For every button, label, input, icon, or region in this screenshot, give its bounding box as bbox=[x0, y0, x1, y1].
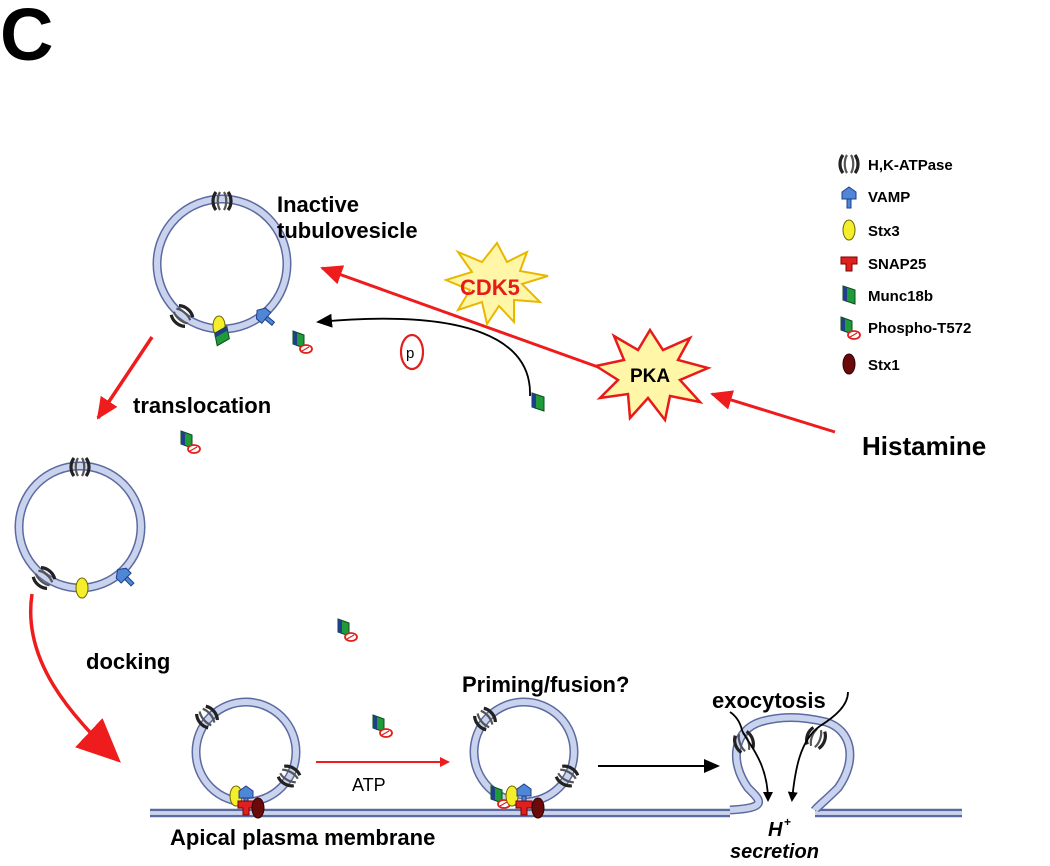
phosphorylation-arrow bbox=[316, 313, 531, 397]
histamine-label: Histamine bbox=[862, 431, 986, 461]
legend-label: H,K-ATPase bbox=[868, 157, 953, 174]
stx1-icon bbox=[531, 797, 545, 819]
h-plus-label: H bbox=[768, 819, 783, 841]
munc18b-icon bbox=[842, 285, 856, 305]
legend: H,K-ATPase VAMP Stx3 SNAP25 Munc18b Phos… bbox=[838, 153, 971, 375]
secretion-label: secretion bbox=[730, 841, 819, 863]
apical-membrane-label: Apical plasma membrane bbox=[170, 825, 435, 850]
inactive-label-line1: Inactive bbox=[277, 192, 359, 217]
phospho-t572-icon bbox=[292, 330, 313, 354]
phospho-p-badge: p bbox=[399, 333, 425, 371]
cdk5-label: CDK5 bbox=[460, 275, 520, 300]
phospho-t572-icon bbox=[372, 714, 393, 738]
vamp-icon bbox=[841, 186, 857, 209]
docking-arrow bbox=[29, 593, 121, 763]
phospho-t572-icon bbox=[337, 618, 358, 642]
stx3-icon bbox=[75, 577, 89, 599]
stx1-icon bbox=[251, 797, 265, 819]
priming-label: Priming/fusion? bbox=[462, 672, 629, 697]
inactive-label-line2: tubulovesicle bbox=[277, 218, 418, 243]
docked-vesicle bbox=[191, 697, 303, 819]
h-plus-superscript: + bbox=[784, 815, 791, 829]
exocytosis-label: exocytosis bbox=[712, 688, 826, 713]
histamine-pka-arrow bbox=[710, 390, 836, 434]
legend-label: VAMP bbox=[868, 189, 910, 206]
munc18b-icon bbox=[531, 392, 545, 412]
translocation-arrow bbox=[96, 336, 154, 420]
pka-activation-arrow bbox=[320, 265, 613, 374]
panel-letter: C bbox=[0, 0, 54, 76]
legend-label: Stx3 bbox=[868, 223, 900, 240]
translocation-label: translocation bbox=[133, 393, 271, 418]
stx1-icon bbox=[842, 353, 856, 375]
legend-label: SNAP25 bbox=[868, 256, 926, 273]
atp-label: ATP bbox=[352, 775, 386, 795]
docking-label: docking bbox=[86, 649, 170, 674]
apical-plasma-membrane bbox=[150, 808, 962, 818]
phospho-p-label: p bbox=[406, 345, 414, 362]
inactive-tubulovesicle bbox=[152, 190, 292, 347]
legend-label: Munc18b bbox=[868, 288, 933, 305]
phospho-t572-icon bbox=[180, 430, 201, 454]
pka-burst: PKA bbox=[592, 327, 712, 423]
priming-vesicle bbox=[469, 697, 581, 819]
vamp-icon bbox=[112, 564, 138, 590]
phospho-t572-icon bbox=[840, 316, 861, 340]
pka-label: PKA bbox=[630, 366, 670, 387]
legend-label: Phospho-T572 bbox=[868, 320, 971, 337]
translocated-vesicle bbox=[14, 456, 146, 599]
legend-label: Stx1 bbox=[868, 357, 900, 374]
exocytosis-fusion-pore bbox=[729, 691, 855, 815]
hk-atpase-icon bbox=[838, 153, 860, 175]
snap25-icon bbox=[840, 256, 858, 272]
stx3-icon bbox=[842, 219, 856, 241]
cdk5-burst: CDK5 bbox=[443, 241, 549, 327]
